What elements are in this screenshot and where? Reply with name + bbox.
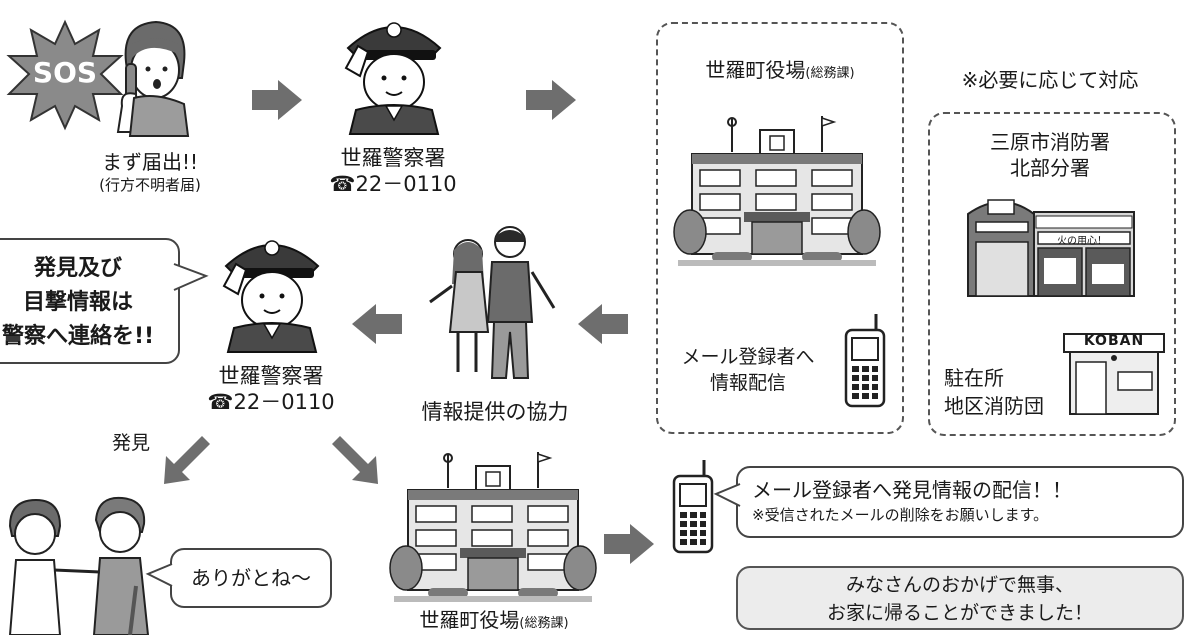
town-hall-building-icon <box>389 452 597 602</box>
safe-return-box <box>736 566 1184 630</box>
arrow-right-icon <box>604 524 654 564</box>
arrow-down-left-icon <box>164 436 210 484</box>
woman-on-phone-icon <box>116 20 190 137</box>
town-hall-bottom-title: 世羅町役場(総務課) <box>378 604 610 633</box>
town-hall-bottom-name: 世羅町役場 <box>419 608 520 632</box>
town-hall-panel <box>656 22 904 434</box>
police-phone-number-2: 22－0110 <box>233 390 335 414</box>
call-bubble-line3: 警察へ連絡を!! <box>1 324 155 349</box>
first-step-text: まず届出!! <box>101 150 199 174</box>
town-hall-building-icon <box>673 116 881 266</box>
call-police-bubble <box>0 238 180 364</box>
found-mail-line1: メール登録者へ発見情報の配信！！ <box>752 478 1072 502</box>
town-hall-dept: (総務課) <box>805 66 855 81</box>
police-phone-number: 22－0110 <box>355 172 457 196</box>
phone-icon: ☎ <box>329 172 356 196</box>
thanks-text: ありがとね～ <box>191 566 311 590</box>
town-hall-name: 世羅町役場 <box>705 58 806 82</box>
mobile-phone-icon <box>844 314 886 408</box>
call-bubble-line1: 発見及び <box>33 256 122 281</box>
fire-station-building-icon <box>967 199 1135 297</box>
police-phone-2: ☎22－0110 <box>196 386 346 416</box>
as-needed-note: ※必要に応じて対応 <box>961 68 1139 92</box>
police-officer-icon <box>222 240 320 353</box>
found-label: 発見 <box>112 432 151 454</box>
bubble-tail <box>171 263 209 291</box>
fire-station-sign: 火の用心！ <box>1057 236 1107 247</box>
thanks-bubble <box>170 548 332 608</box>
phone-icon: ☎ <box>207 390 234 414</box>
arrow-down-right-icon <box>332 436 378 484</box>
town-hall-mail-line1: メール登録者へ <box>681 346 815 368</box>
arrow-right-icon <box>252 80 302 120</box>
police-station-name: 世羅警察署 <box>340 146 446 170</box>
arrow-right-icon <box>526 80 576 120</box>
bubble-tail <box>713 483 742 507</box>
koban-line2: 地区消防団 <box>944 394 1044 418</box>
safe-return-line1: みなさんのおかげで無事、 <box>845 574 1074 596</box>
sos-label: SOS <box>32 56 98 89</box>
fire-station-line2: 北部分署 <box>1010 156 1090 180</box>
arrow-left-icon <box>578 304 628 344</box>
town-hall-title: 世羅町役場(総務課) <box>656 54 904 83</box>
found-mail-line2: ※受信されたメールの削除をお願いします。 <box>752 506 1049 524</box>
koban-line1: 駐在所 <box>944 366 1004 390</box>
fire-station-line1: 三原市消防署 <box>990 130 1110 154</box>
town-hall-bottom-dept: (総務課) <box>519 616 569 631</box>
cooperation-label: 情報提供の協力 <box>421 400 569 424</box>
mobile-phone-icon <box>672 460 714 554</box>
call-bubble-line2: 目撃情報は <box>22 290 133 315</box>
police-station-name-2: 世羅警察署 <box>218 364 324 388</box>
safe-return-line2: お家に帰ることができました！ <box>826 602 1093 624</box>
sos-burst-icon <box>6 19 124 131</box>
responders-panel <box>928 112 1176 436</box>
police-officer-icon <box>344 22 442 135</box>
town-hall-mail-line2: 情報配信 <box>709 372 786 394</box>
arrow-left-icon <box>352 304 402 344</box>
koban-sign: KOBAN <box>1083 333 1145 349</box>
koban-building-icon <box>1063 333 1165 415</box>
found-mail-bubble <box>736 466 1184 538</box>
elderly-women-icon <box>8 496 150 635</box>
cooperating-citizens-icon <box>429 226 556 379</box>
bubble-tail <box>145 563 174 587</box>
first-step-subtext: (行方不明者届) <box>99 176 201 194</box>
police-phone: ☎22－0110 <box>318 168 468 198</box>
